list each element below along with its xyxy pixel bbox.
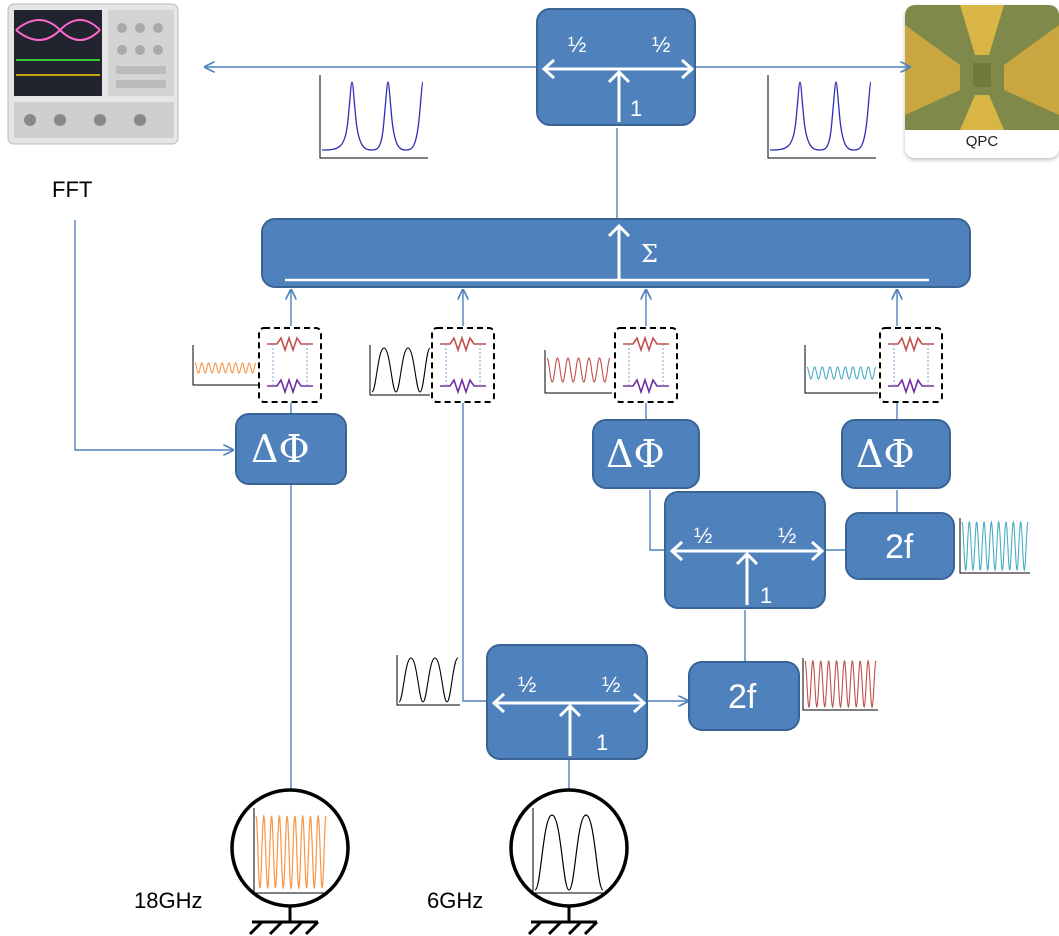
top-power-combiner: ½ ½ 1 bbox=[536, 8, 696, 126]
frequency-doubler-lower-label: 2f bbox=[728, 678, 757, 716]
frequency-doubler-lower: 2f bbox=[688, 661, 800, 731]
waveform-black-large bbox=[369, 345, 431, 396]
top-half-left-label: ½ bbox=[568, 32, 587, 57]
phase-shifter-1-label: ΔΦ bbox=[251, 427, 310, 471]
source-6ghz-label: 6GHz bbox=[427, 888, 484, 913]
attenuator-3 bbox=[614, 327, 678, 403]
waveform-teal-large bbox=[959, 518, 1030, 574]
fft-label: FFT bbox=[52, 177, 93, 202]
frequency-doubler-upper: 2f bbox=[845, 512, 955, 580]
lower-half-right-label: ½ bbox=[602, 672, 621, 697]
middle-half-right-label: ½ bbox=[778, 523, 797, 548]
phase-shifter-2-label: ΔΦ bbox=[606, 432, 665, 476]
source-6ghz bbox=[509, 788, 629, 936]
middle-splitter-arrows-icon bbox=[669, 540, 825, 605]
lower-half-left-label: ½ bbox=[518, 672, 537, 697]
top-half-right-label: ½ bbox=[652, 32, 671, 57]
waveform-red-small bbox=[544, 350, 612, 394]
oscilloscope-image bbox=[0, 0, 190, 150]
wires bbox=[74, 67, 910, 790]
qpc-device-image: QPC bbox=[905, 5, 1059, 158]
top-combiner-arrows-icon bbox=[541, 58, 695, 122]
attenuator-1 bbox=[258, 327, 322, 403]
waveform-teal-small bbox=[804, 345, 878, 394]
frequency-doubler-upper-label: 2f bbox=[885, 528, 914, 566]
attenuator-4 bbox=[879, 327, 943, 403]
spectrum-plot-right bbox=[767, 75, 876, 159]
attenuator-2 bbox=[431, 327, 495, 403]
source-18ghz bbox=[230, 788, 350, 936]
waveform-black-lower bbox=[396, 655, 460, 706]
source-18ghz-label: 18GHz bbox=[134, 888, 203, 913]
waveform-orange-small bbox=[192, 345, 258, 386]
phase-shifter-1: ΔΦ bbox=[235, 413, 347, 485]
phase-shifter-3-label: ΔΦ bbox=[856, 432, 915, 476]
waveform-red-large bbox=[802, 658, 878, 711]
lower-power-splitter: ½ ½ 1 bbox=[486, 644, 648, 760]
qpc-label: QPC bbox=[965, 133, 999, 150]
lower-splitter-arrows-icon bbox=[491, 692, 647, 756]
middle-power-splitter: ½ ½ 1 bbox=[664, 491, 826, 609]
middle-half-left-label: ½ bbox=[694, 523, 713, 548]
sigma-label: Σ bbox=[641, 240, 658, 268]
middle-one-label: 1 bbox=[760, 583, 773, 608]
phase-shifter-3: ΔΦ bbox=[841, 419, 951, 489]
spectrum-plot-left bbox=[319, 75, 428, 159]
top-one-label: 1 bbox=[630, 96, 643, 121]
lower-one-label: 1 bbox=[596, 730, 609, 755]
phase-shifter-2: ΔΦ bbox=[592, 419, 700, 489]
sum-combiner: Σ bbox=[261, 218, 971, 288]
sum-arrow-icon bbox=[285, 223, 929, 282]
